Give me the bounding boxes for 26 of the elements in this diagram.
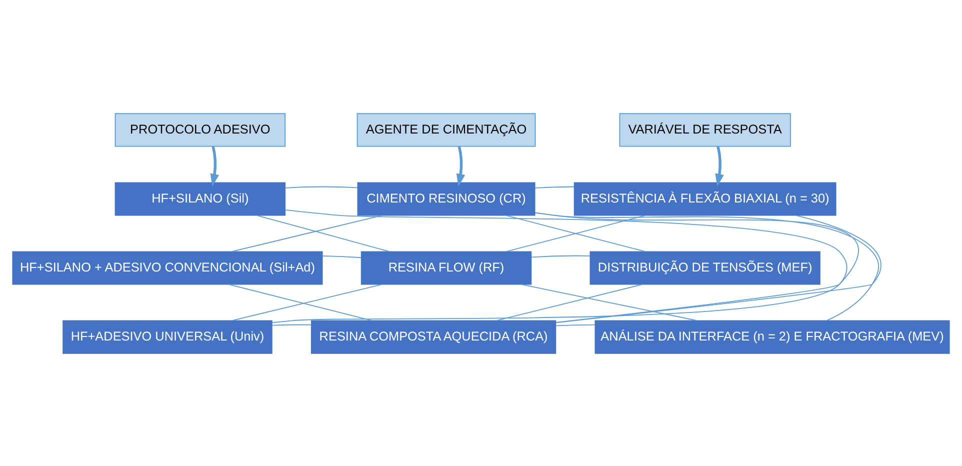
connector: [231, 214, 382, 252]
connector: [271, 324, 312, 326]
node-box: HF+SILANO (Sil): [114, 182, 286, 216]
connector: [256, 214, 390, 252]
connector: [556, 324, 596, 326]
connector: [496, 283, 643, 321]
node-box: HF+SILANO + ADESIVO CONVENCIONAL (Sil+Ad): [12, 250, 323, 284]
connector: [521, 283, 698, 321]
node-box: CIMENTO RESINOSO (CR): [357, 182, 536, 216]
connector: [506, 214, 646, 252]
node-box: ANÁLISE DA INTERFACE (n = 2) E FRACTOGRAFIA (MEV): [594, 320, 950, 354]
connector: [534, 186, 575, 188]
connector: [530, 254, 590, 258]
node-box: AGENTE DE CIMENTAÇÃO: [356, 112, 536, 146]
node-box: PROTOCOLO ADESIVO: [114, 112, 286, 146]
node-box: RESINA COMPOSTA AQUECIDA (RCA): [310, 320, 556, 354]
connector: [322, 254, 362, 258]
node-box: RESINA FLOW (RF): [360, 250, 532, 284]
arrow: [210, 146, 220, 186]
node-box: RESISTÊNCIA À FLEXÃO BIAXIAL (n = 30): [574, 182, 836, 216]
connector: [284, 186, 358, 188]
node-box: VARIÁVEL DE RESPOSTA: [619, 112, 791, 146]
arrow: [715, 146, 724, 186]
node-box: DISTRIBUIÇÃO DE TENSÕES (MEF): [590, 250, 820, 284]
arrow: [456, 146, 466, 186]
node-box: HF+ADESIVO UNIVERSAL (Univ): [62, 320, 272, 354]
